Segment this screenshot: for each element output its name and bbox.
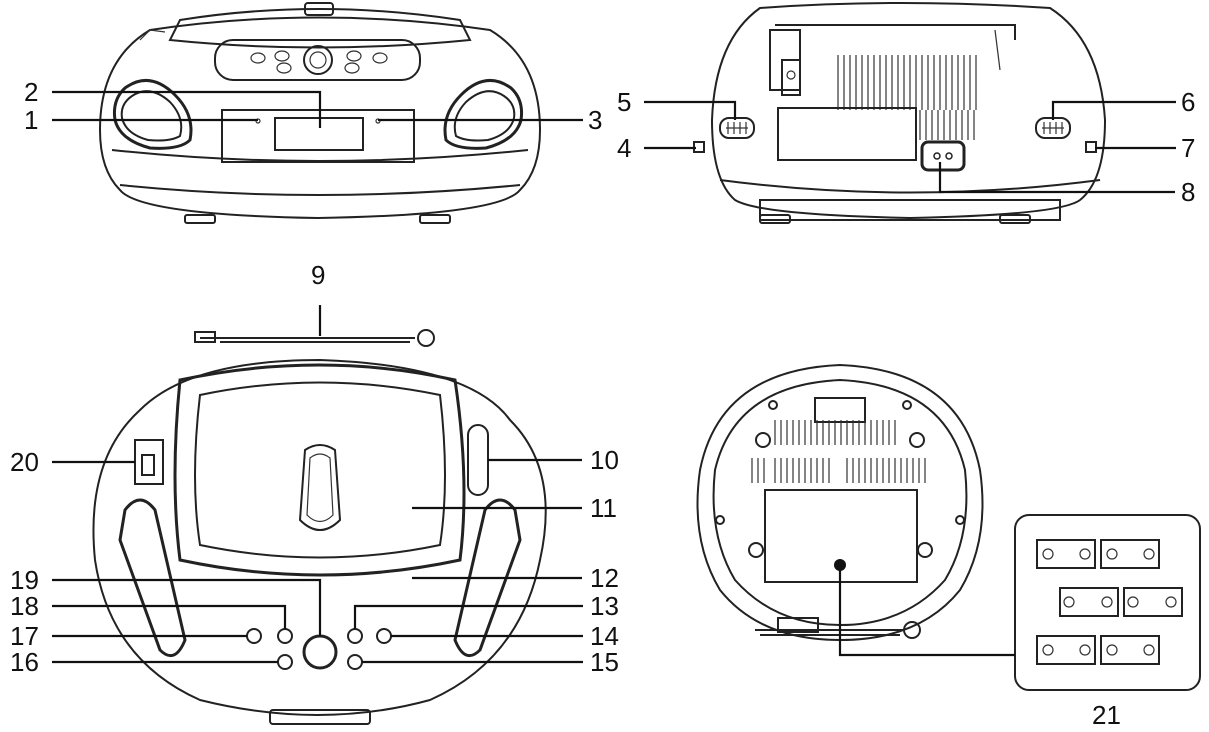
- callout-16: 16: [10, 647, 39, 677]
- callout-18: 18: [10, 591, 39, 621]
- callout-3: 3: [588, 105, 602, 135]
- callout-labels: 1 2 3 4 5 6 7 8 9 10 11 12 13 14 15 16 1…: [10, 77, 1195, 730]
- callout-11: 11: [590, 493, 617, 523]
- callout-4: 4: [617, 133, 631, 163]
- callout-2: 2: [24, 77, 38, 107]
- callout-19: 19: [10, 565, 39, 595]
- bottom-view: [696, 363, 1201, 691]
- callout-21: 21: [1092, 700, 1121, 730]
- back-view: [693, 2, 1107, 224]
- back-vent-upper: [837, 55, 977, 110]
- callout-10: 10: [590, 445, 619, 475]
- battery-cells: [1036, 539, 1183, 665]
- callout-8: 8: [1181, 177, 1195, 207]
- callout-20: 20: [10, 447, 39, 477]
- callout-13: 13: [590, 591, 619, 621]
- callout-9: 9: [311, 260, 325, 290]
- callout-15: 15: [590, 647, 619, 677]
- top-view: [92, 329, 547, 725]
- bottom-vent: [751, 420, 926, 483]
- callout-17: 17: [10, 621, 39, 651]
- callout-7: 7: [1181, 133, 1195, 163]
- callout-12: 12: [590, 563, 619, 593]
- callout-6: 6: [1181, 87, 1195, 117]
- callout-5: 5: [617, 87, 631, 117]
- back-vent-lower: [919, 110, 975, 140]
- leader-lines: [52, 90, 1176, 664]
- callout-1: 1: [24, 105, 38, 135]
- battery-inset-panel: [1014, 514, 1201, 691]
- callout-14: 14: [590, 621, 619, 651]
